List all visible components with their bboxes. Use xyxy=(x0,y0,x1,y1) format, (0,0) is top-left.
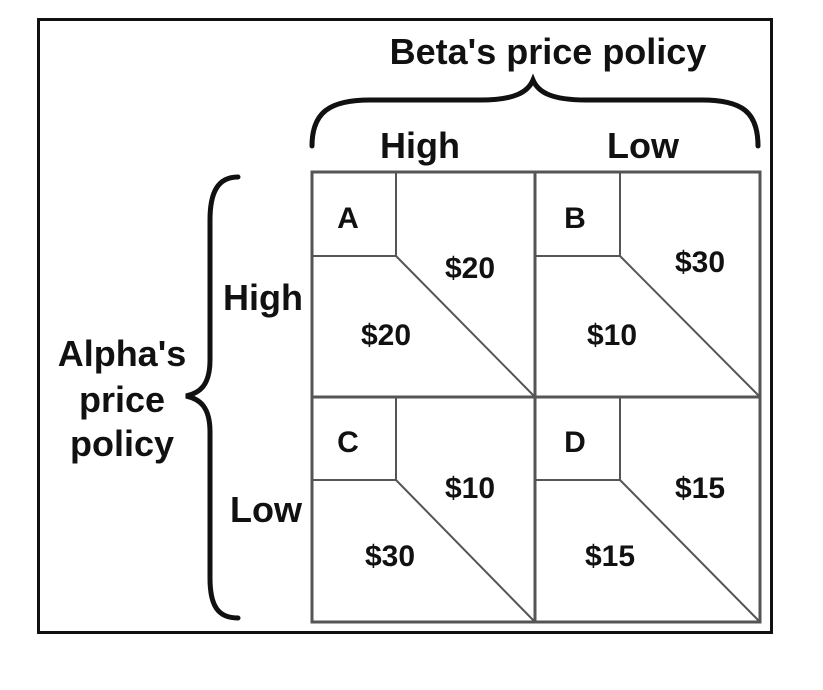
row-player-label-line2: price xyxy=(79,379,165,420)
column-header-high: High xyxy=(380,125,460,166)
row-player-label-line1: Alpha's xyxy=(58,333,187,374)
cell-a-alpha-payoff: $20 xyxy=(361,319,411,352)
row-header-high: High xyxy=(223,277,303,318)
cell-c: C $10 $30 xyxy=(312,397,536,623)
cell-c-beta-payoff: $10 xyxy=(445,472,495,505)
cell-d: D $15 $15 xyxy=(535,397,761,623)
column-player-label: Beta's price policy xyxy=(390,31,707,72)
cell-b-diagonal xyxy=(619,255,761,398)
cell-b-alpha-payoff: $10 xyxy=(587,319,637,352)
cell-c-diagonal xyxy=(395,479,536,623)
cell-a-diagonal xyxy=(395,255,536,398)
diagram-frame xyxy=(37,18,773,634)
cell-a-label: A xyxy=(337,202,359,235)
cell-d-diagonal xyxy=(619,479,761,623)
row-player-label-line3: policy xyxy=(70,423,174,464)
top-brace xyxy=(309,73,761,149)
cell-b-label: B xyxy=(564,202,586,235)
cell-c-label: C xyxy=(337,426,359,459)
cell-d-label: D xyxy=(564,426,586,459)
cell-a-beta-payoff: $20 xyxy=(445,252,495,285)
cell-c-alpha-payoff: $30 xyxy=(365,540,415,573)
left-brace xyxy=(185,174,241,621)
cell-d-beta-payoff: $15 xyxy=(675,472,725,505)
row-header-low: Low xyxy=(230,489,303,530)
column-header-low: Low xyxy=(607,125,680,166)
cell-b-beta-payoff: $30 xyxy=(675,246,725,279)
cell-d-alpha-payoff: $15 xyxy=(585,540,635,573)
cell-a: A $20 $20 xyxy=(312,172,536,398)
cell-b: B $30 $10 xyxy=(535,172,761,398)
